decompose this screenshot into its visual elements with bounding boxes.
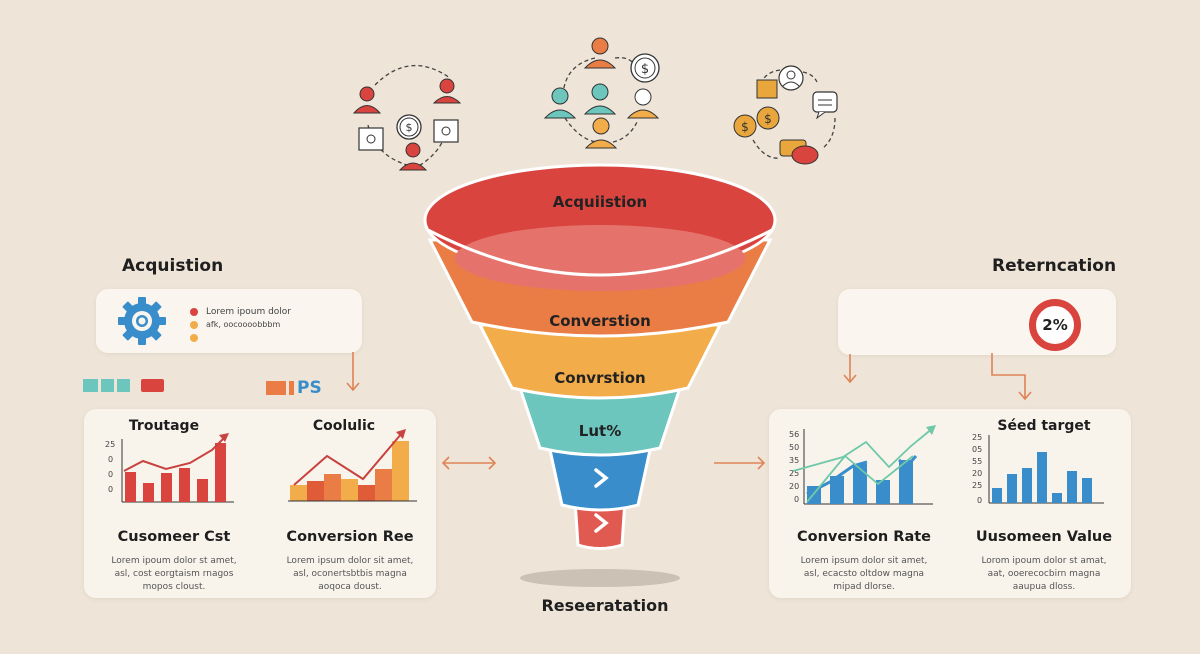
y-tick: 25 bbox=[789, 469, 800, 478]
right-heading: Reterncation bbox=[992, 256, 1117, 276]
legend-item: Lorem ipoum dolor bbox=[190, 305, 291, 318]
ps-tag: PS bbox=[266, 378, 322, 398]
chart-title: Séed target bbox=[997, 418, 1091, 434]
arrow-down-icon bbox=[346, 352, 360, 392]
y-tick: 20 bbox=[972, 469, 983, 478]
gear-icon bbox=[118, 297, 166, 345]
funnel-stage-4-label: Lut% bbox=[578, 422, 622, 440]
color-blocks-teal bbox=[83, 379, 130, 392]
legend-list: Lorem ipoum dolor afk, oocoooobbbm bbox=[190, 305, 291, 344]
legend-dot bbox=[190, 307, 198, 316]
y-tick: 05 bbox=[972, 445, 983, 454]
svg-text:$: $ bbox=[764, 112, 772, 126]
retention-badge-value: 2% bbox=[1042, 316, 1068, 334]
y-tick: 0 bbox=[794, 495, 800, 504]
svg-text:$: $ bbox=[741, 120, 749, 134]
funnel-bottom-label: Reseeratation bbox=[541, 596, 669, 615]
chart-title: Coolulic bbox=[312, 418, 376, 434]
conversion-rate-chart: 56 50 35 25 20 0 bbox=[783, 424, 943, 505]
metric-description: Lorom ipoum dolor st amat, aat, ooerecoc… bbox=[981, 556, 1107, 592]
metric-description: Lorem ipsum dolor sit amet, asl, ecacsto… bbox=[800, 556, 928, 592]
metric-description: Lorem ipoum dolor st amet, asl, cost eor… bbox=[111, 556, 237, 592]
y-tick: 50 bbox=[789, 443, 800, 452]
sales-funnel: Acquiistion Converstion Convrstion Lut% bbox=[420, 160, 780, 590]
arrow-right-icon bbox=[714, 456, 766, 470]
metric-title: Conversion Ree bbox=[286, 529, 414, 545]
double-arrow-icon bbox=[441, 456, 497, 470]
legend-item bbox=[190, 331, 291, 344]
y-tick: 0 bbox=[108, 455, 114, 464]
retention-panel: 2% bbox=[838, 289, 1116, 355]
y-tick: 25 bbox=[972, 433, 983, 442]
elbow-arrow-icon bbox=[991, 353, 1032, 401]
chart-title: Troutage bbox=[128, 418, 200, 434]
seed-target-chart: 25 05 55 20 25 0 bbox=[969, 433, 1119, 505]
legend-dot bbox=[190, 320, 198, 329]
y-tick: 35 bbox=[789, 456, 800, 465]
team-cycle-icon: $ bbox=[535, 30, 665, 150]
retention-badge: 2% bbox=[1029, 299, 1081, 351]
y-tick: 20 bbox=[789, 482, 800, 491]
y-tick: 25 bbox=[972, 481, 983, 490]
y-tick: 0 bbox=[977, 496, 983, 505]
metric-title: Cusomeer Cst bbox=[117, 529, 231, 545]
coolulic-chart bbox=[284, 429, 419, 505]
troutage-chart: 25 0 0 0 bbox=[94, 433, 244, 505]
svg-text:$: $ bbox=[641, 62, 649, 77]
legend-item: afk, oocoooobbbm bbox=[190, 318, 291, 331]
metric-description: Lorem ipsum dolor sit amet, asl, oconert… bbox=[286, 556, 414, 592]
y-tick: 0 bbox=[108, 485, 114, 494]
funnel-stage-1-label: Acquiistion bbox=[552, 193, 648, 211]
legend-text: Lorem ipoum dolor bbox=[206, 306, 292, 317]
y-tick: 55 bbox=[972, 457, 983, 466]
funnel-stage-2-label: Converstion bbox=[549, 312, 651, 330]
legend-text: afk, oocoooobbbm bbox=[206, 320, 281, 329]
acquisition-info-panel: Lorem ipoum dolor afk, oocoooobbbm bbox=[96, 289, 362, 353]
svg-text:$: $ bbox=[406, 121, 413, 134]
funnel-stage-3-label: Convrstion bbox=[554, 369, 646, 387]
metric-title: Uusomeen Value bbox=[975, 529, 1113, 545]
y-tick: 0 bbox=[108, 470, 114, 479]
left-metrics-card: Troutage 25 0 0 0 Cusomeer Cst Lorem ipo… bbox=[84, 409, 436, 598]
y-tick: 56 bbox=[789, 430, 800, 439]
ps-tag-text: PS bbox=[297, 378, 322, 398]
color-block-red bbox=[141, 379, 164, 392]
customer-cycle-icon: $ bbox=[345, 30, 475, 175]
right-metrics-card: 56 50 35 25 20 0 Conversion Rate Lorem i… bbox=[769, 409, 1131, 598]
arrow-down-icon bbox=[843, 354, 857, 384]
legend-dot bbox=[190, 333, 198, 342]
metric-title: Conversion Rate bbox=[796, 529, 931, 545]
revenue-cycle-icon: $ $ bbox=[725, 60, 845, 170]
left-heading: Acquistion bbox=[122, 256, 224, 276]
y-tick: 25 bbox=[105, 440, 116, 449]
